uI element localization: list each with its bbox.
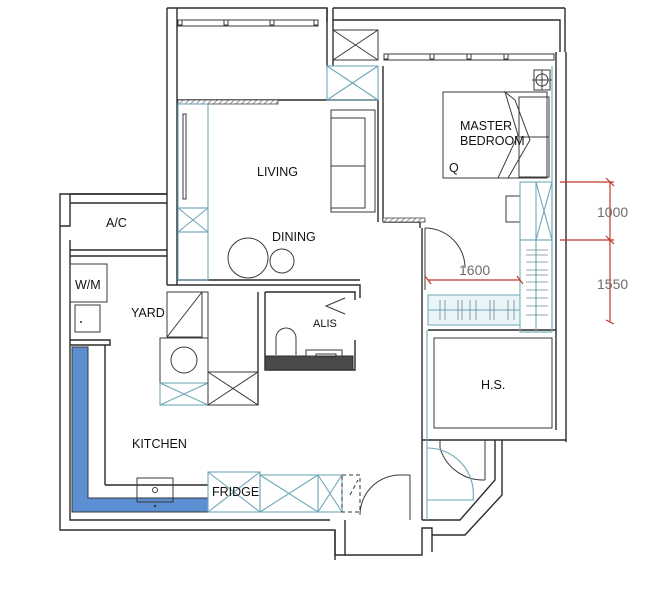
room-label-kitchen: KITCHEN (132, 437, 187, 451)
room-label-master-line1: MASTER (460, 119, 513, 133)
room-label-master-line2: BEDROOM (460, 134, 525, 148)
outer-walls (59, 7, 567, 560)
room-label-bathroom: ALIS (313, 318, 337, 330)
bathroom-fixtures (170, 297, 354, 374)
windows (177, 19, 555, 61)
bedroom-fixtures (424, 66, 553, 333)
yard-fixtures (69, 263, 108, 333)
room-label-living: LIVING (257, 165, 298, 179)
interior-walls (70, 8, 556, 520)
bed-size-label: Q (449, 161, 459, 175)
kitchen-fixtures (71, 346, 411, 520)
room-label-dining: DINING (272, 230, 316, 244)
room-label-washing-machine: W/M (75, 278, 101, 292)
room-label-fridge: FRIDGE (212, 485, 260, 499)
room-label-ac: A/C (106, 216, 127, 230)
room-label-yard: YARD (131, 306, 165, 320)
hs-door (426, 440, 486, 501)
partial-walls (177, 99, 426, 223)
dimension-vertical-top: 1000 (597, 204, 629, 220)
room-label-household-shelter: H.S. (481, 378, 506, 392)
living-fixtures (177, 29, 379, 281)
dimension-lines (424, 177, 615, 325)
dimension-horizontal: 1600 (459, 262, 491, 278)
dimension-vertical-bottom: 1550 (597, 276, 629, 292)
